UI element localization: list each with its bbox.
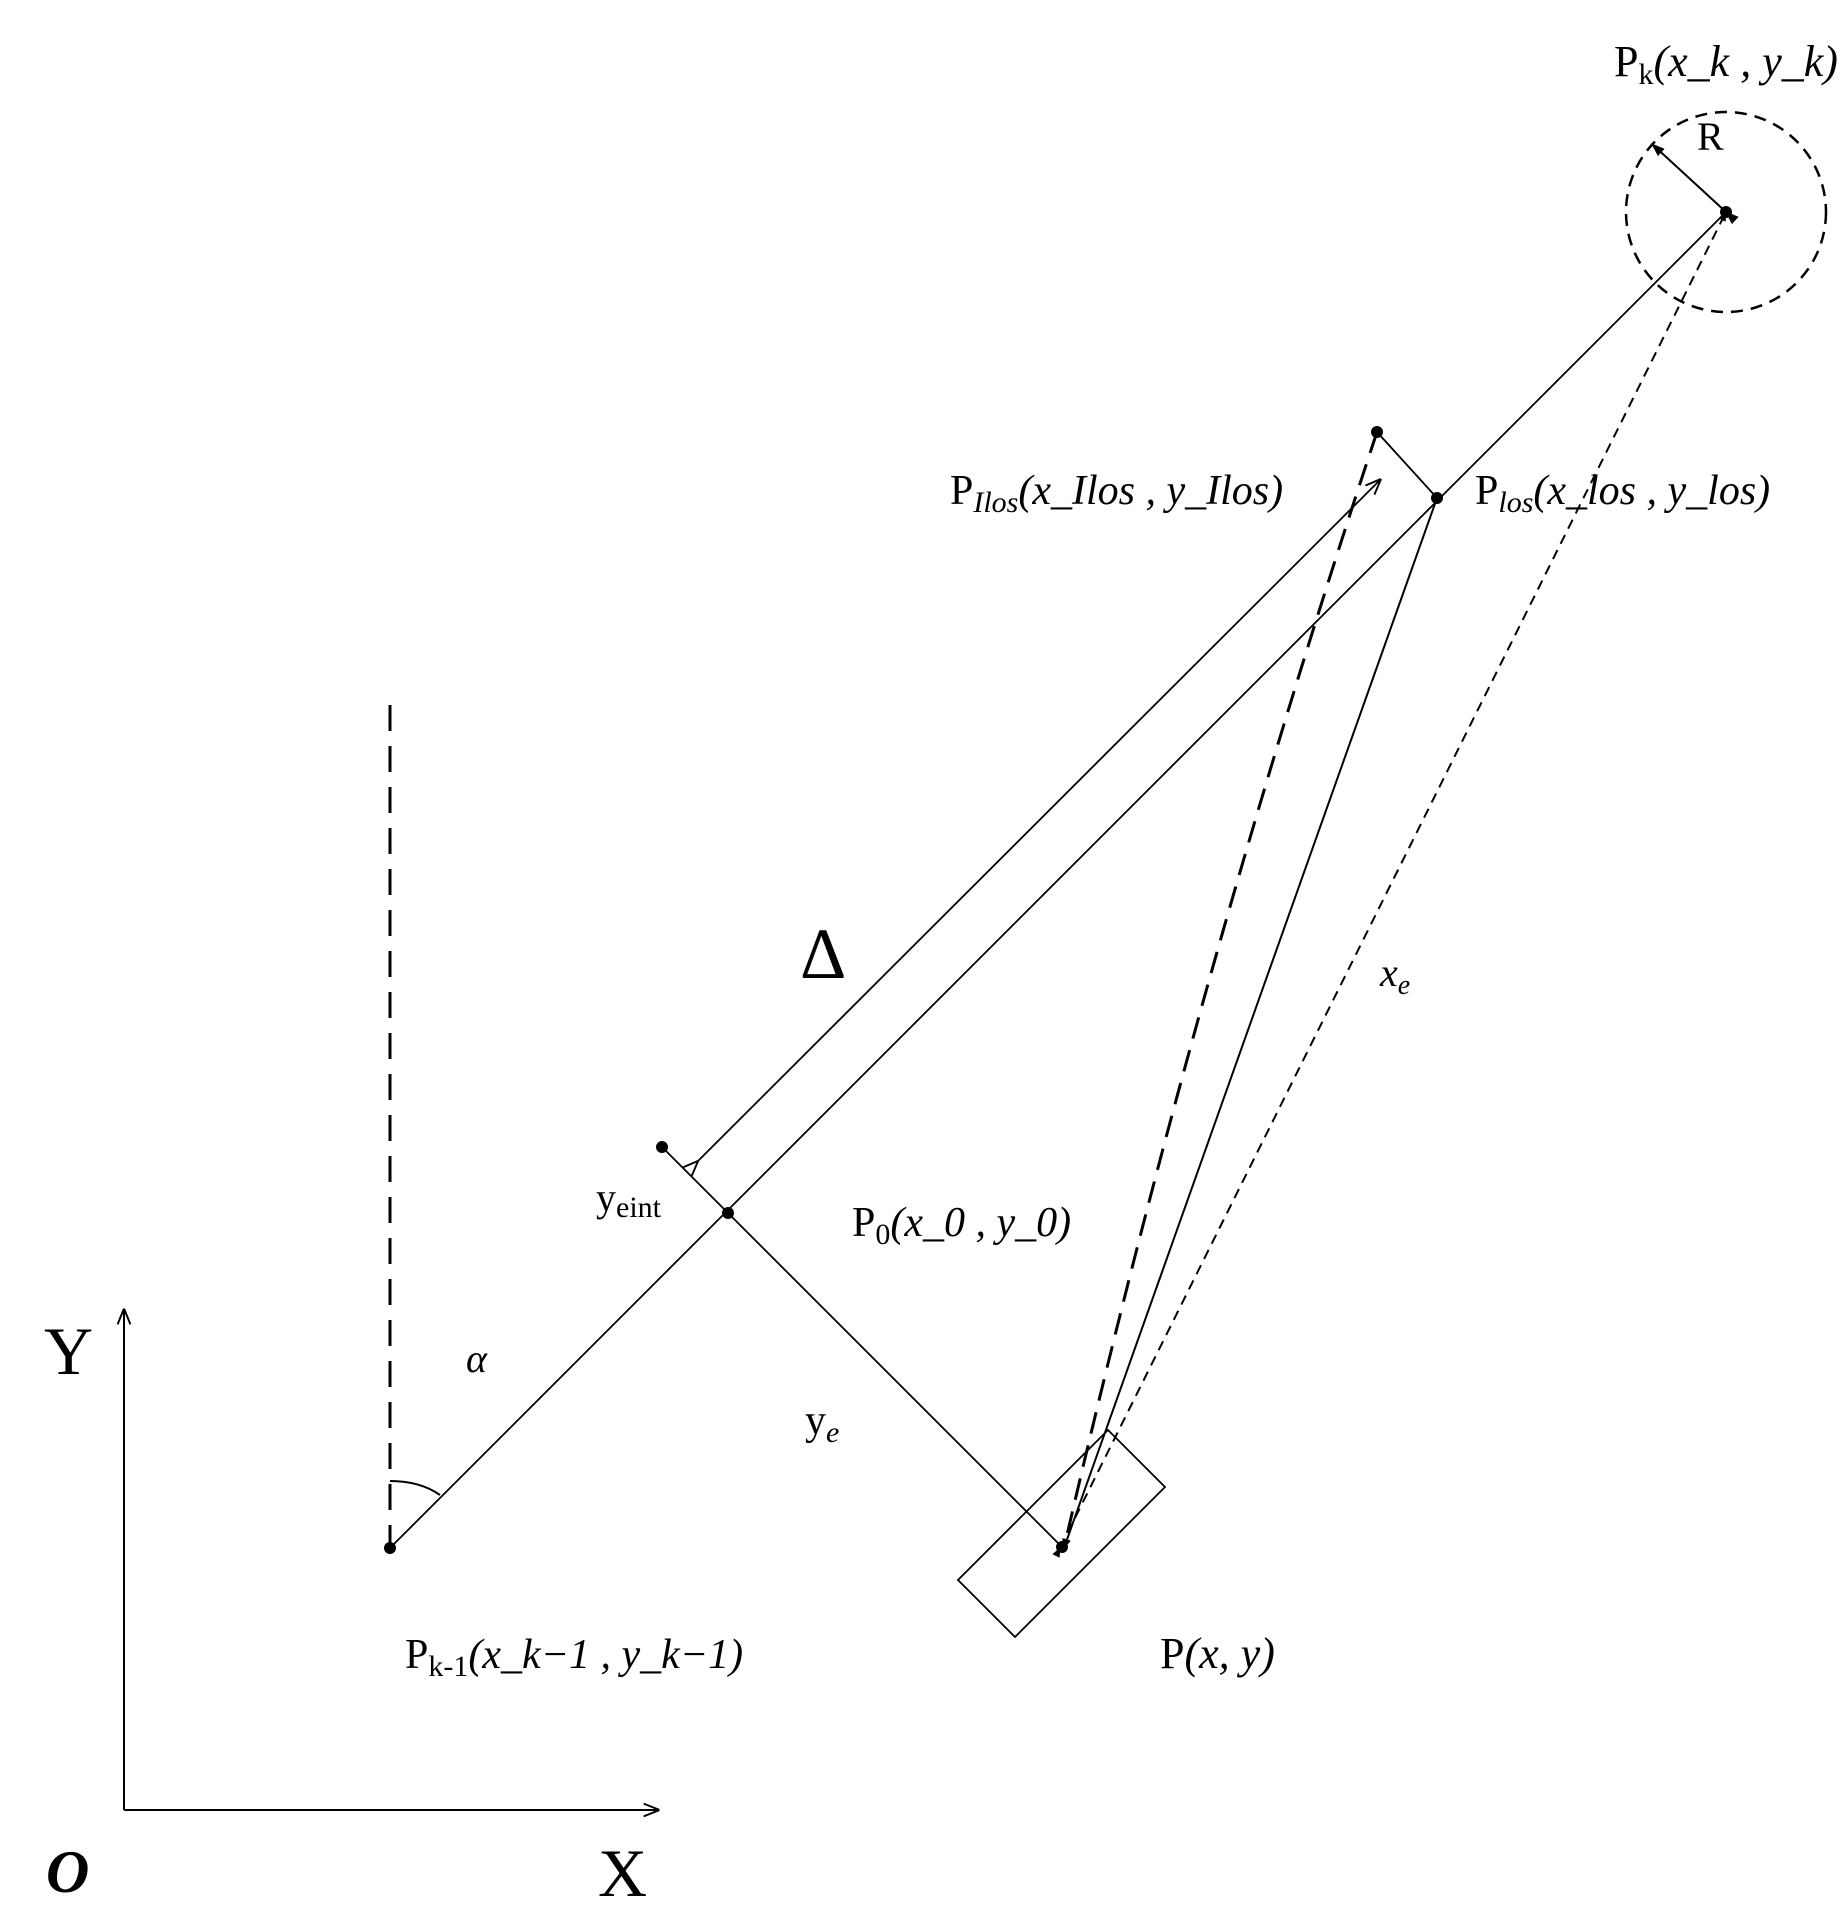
p0-label: P0(x_0 , y_0): [852, 1200, 1071, 1251]
p-point: [1056, 1541, 1068, 1553]
ilos-dashed-vector: [1062, 431, 1379, 1549]
los-vector: [1063, 497, 1438, 1549]
y-axis-label: Y: [44, 1313, 93, 1389]
radius-arrow: [1650, 143, 1739, 225]
p0-point: [722, 1207, 734, 1219]
alpha-angle-arc: [389, 1480, 441, 1496]
pkm1-point: [384, 1542, 396, 1554]
xe-dashed-vector: [1052, 211, 1727, 1558]
pkm1-label: Pk-1(x_k−1 , y_k−1): [405, 1632, 743, 1683]
plos-point: [1431, 492, 1443, 504]
xe-label: xe: [1379, 950, 1410, 1001]
integral-offset-tick: [661, 1146, 729, 1214]
coordinate-axes: [124, 1310, 658, 1810]
yeint-label: yeint: [596, 1175, 662, 1224]
ilos-offset-tick: [1376, 431, 1438, 499]
points: [384, 206, 1732, 1554]
pk-label: Pk(x_k , y_k): [1614, 37, 1838, 91]
path-line: [389, 211, 1727, 1549]
vessel-box: [956, 1428, 1167, 1639]
radius-label: R: [1697, 114, 1724, 159]
origin-label: O: [46, 1839, 89, 1905]
acceptance-circle: [1624, 110, 1828, 314]
plos-label: Plos(x_los , y_los): [1475, 468, 1770, 519]
ye-label: ye: [805, 1398, 839, 1449]
pk-point: [1720, 206, 1732, 218]
p-label: P(x, y): [1160, 1629, 1275, 1678]
pilos-label: PIlos(x_Ilos , y_Ilos): [950, 468, 1283, 519]
alpha-label: α: [466, 1336, 488, 1381]
x-axis-label: X: [598, 1835, 647, 1911]
cross-track-segment: [727, 1212, 1063, 1548]
yeint-point: [656, 1141, 668, 1153]
delta-label: Δ: [800, 914, 846, 994]
pilos-point: [1371, 426, 1383, 438]
delta-arrow: [697, 480, 1380, 1162]
